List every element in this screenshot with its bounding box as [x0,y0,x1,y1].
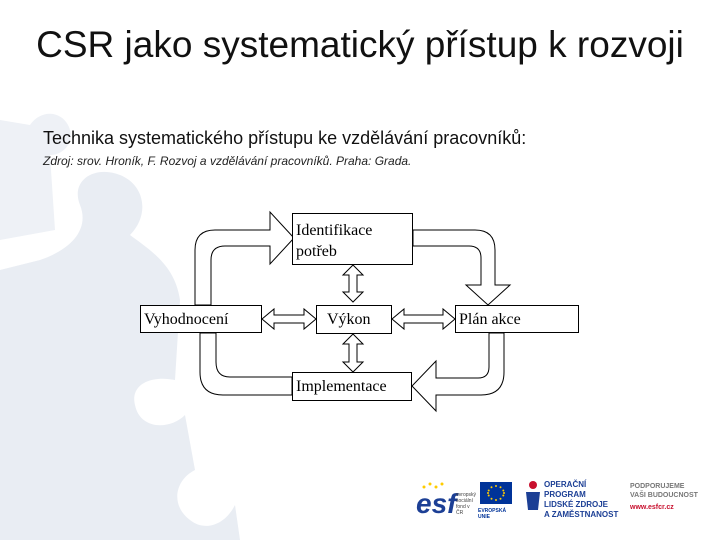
footer-logos: esf evropský sociální fond v ČR EVROPSKÁ… [412,474,702,524]
esf-logo-text: esf [416,488,456,520]
arrow-implementace-to-vyhodnoceni [200,333,292,395]
op-text: OPERAČNÍ PROGRAM LIDSKÉ ZDROJE A ZAMĚSTN… [544,480,624,520]
eu-flag-icon [480,482,512,504]
support-text: PODPORUJEME VAŠI BUDOUCNOST [630,482,698,500]
box-identifikace-potreb: Identifikace potřeb [292,213,413,265]
box-plan-akce: Plán akce [455,305,579,333]
vyhodnoceni-label: Vyhodnocení [144,311,261,329]
double-arrow-vykon-plan [392,309,455,329]
box-vyhodnoceni: Vyhodnocení [140,305,262,333]
box-vykon: Výkon [316,305,392,334]
op-logo: OPERAČNÍ PROGRAM LIDSKÉ ZDROJE A ZAMĚSTN… [524,474,624,522]
arrow-plan-to-implementace [412,333,504,411]
op-line: OPERAČNÍ PROGRAM [544,480,624,500]
eu-logo: EVROPSKÁ UNIE [478,474,518,522]
double-arrow-vyhodnoceni-vykon [262,309,316,329]
esf-logo: esf evropský sociální fond v ČR [416,474,476,522]
support-line: PODPORUJEME [630,482,698,491]
support-line: VAŠI BUDOUCNOST [630,491,698,500]
support-logo: PODPORUJEME VAŠI BUDOUCNOST www.esfcr.cz [630,474,702,522]
arrow-identifikace-to-plan [413,230,510,305]
double-arrow-identifikace-vykon [343,265,363,302]
box-implementace: Implementace [292,372,412,401]
op-line: A ZAMĚSTNANOST [544,510,624,520]
op-line: LIDSKÉ ZDROJE [544,500,624,510]
op-person-icon [524,480,542,512]
identifikace-line1: Identifikace [296,220,412,241]
identifikace-line2: potřeb [296,241,412,262]
implementace-label: Implementace [296,378,411,396]
esf-url: www.esfcr.cz [630,504,674,511]
plan-akce-label: Plán akce [459,311,578,329]
eu-label: EVROPSKÁ UNIE [478,508,518,520]
vykon-label: Výkon [327,311,391,329]
double-arrow-vykon-implementace [343,334,363,372]
arrow-vyhodnoceni-to-identifikace [195,212,294,305]
esf-small-line: fond v ČR [456,504,476,516]
esf-small-text: evropský sociální fond v ČR [456,492,476,516]
